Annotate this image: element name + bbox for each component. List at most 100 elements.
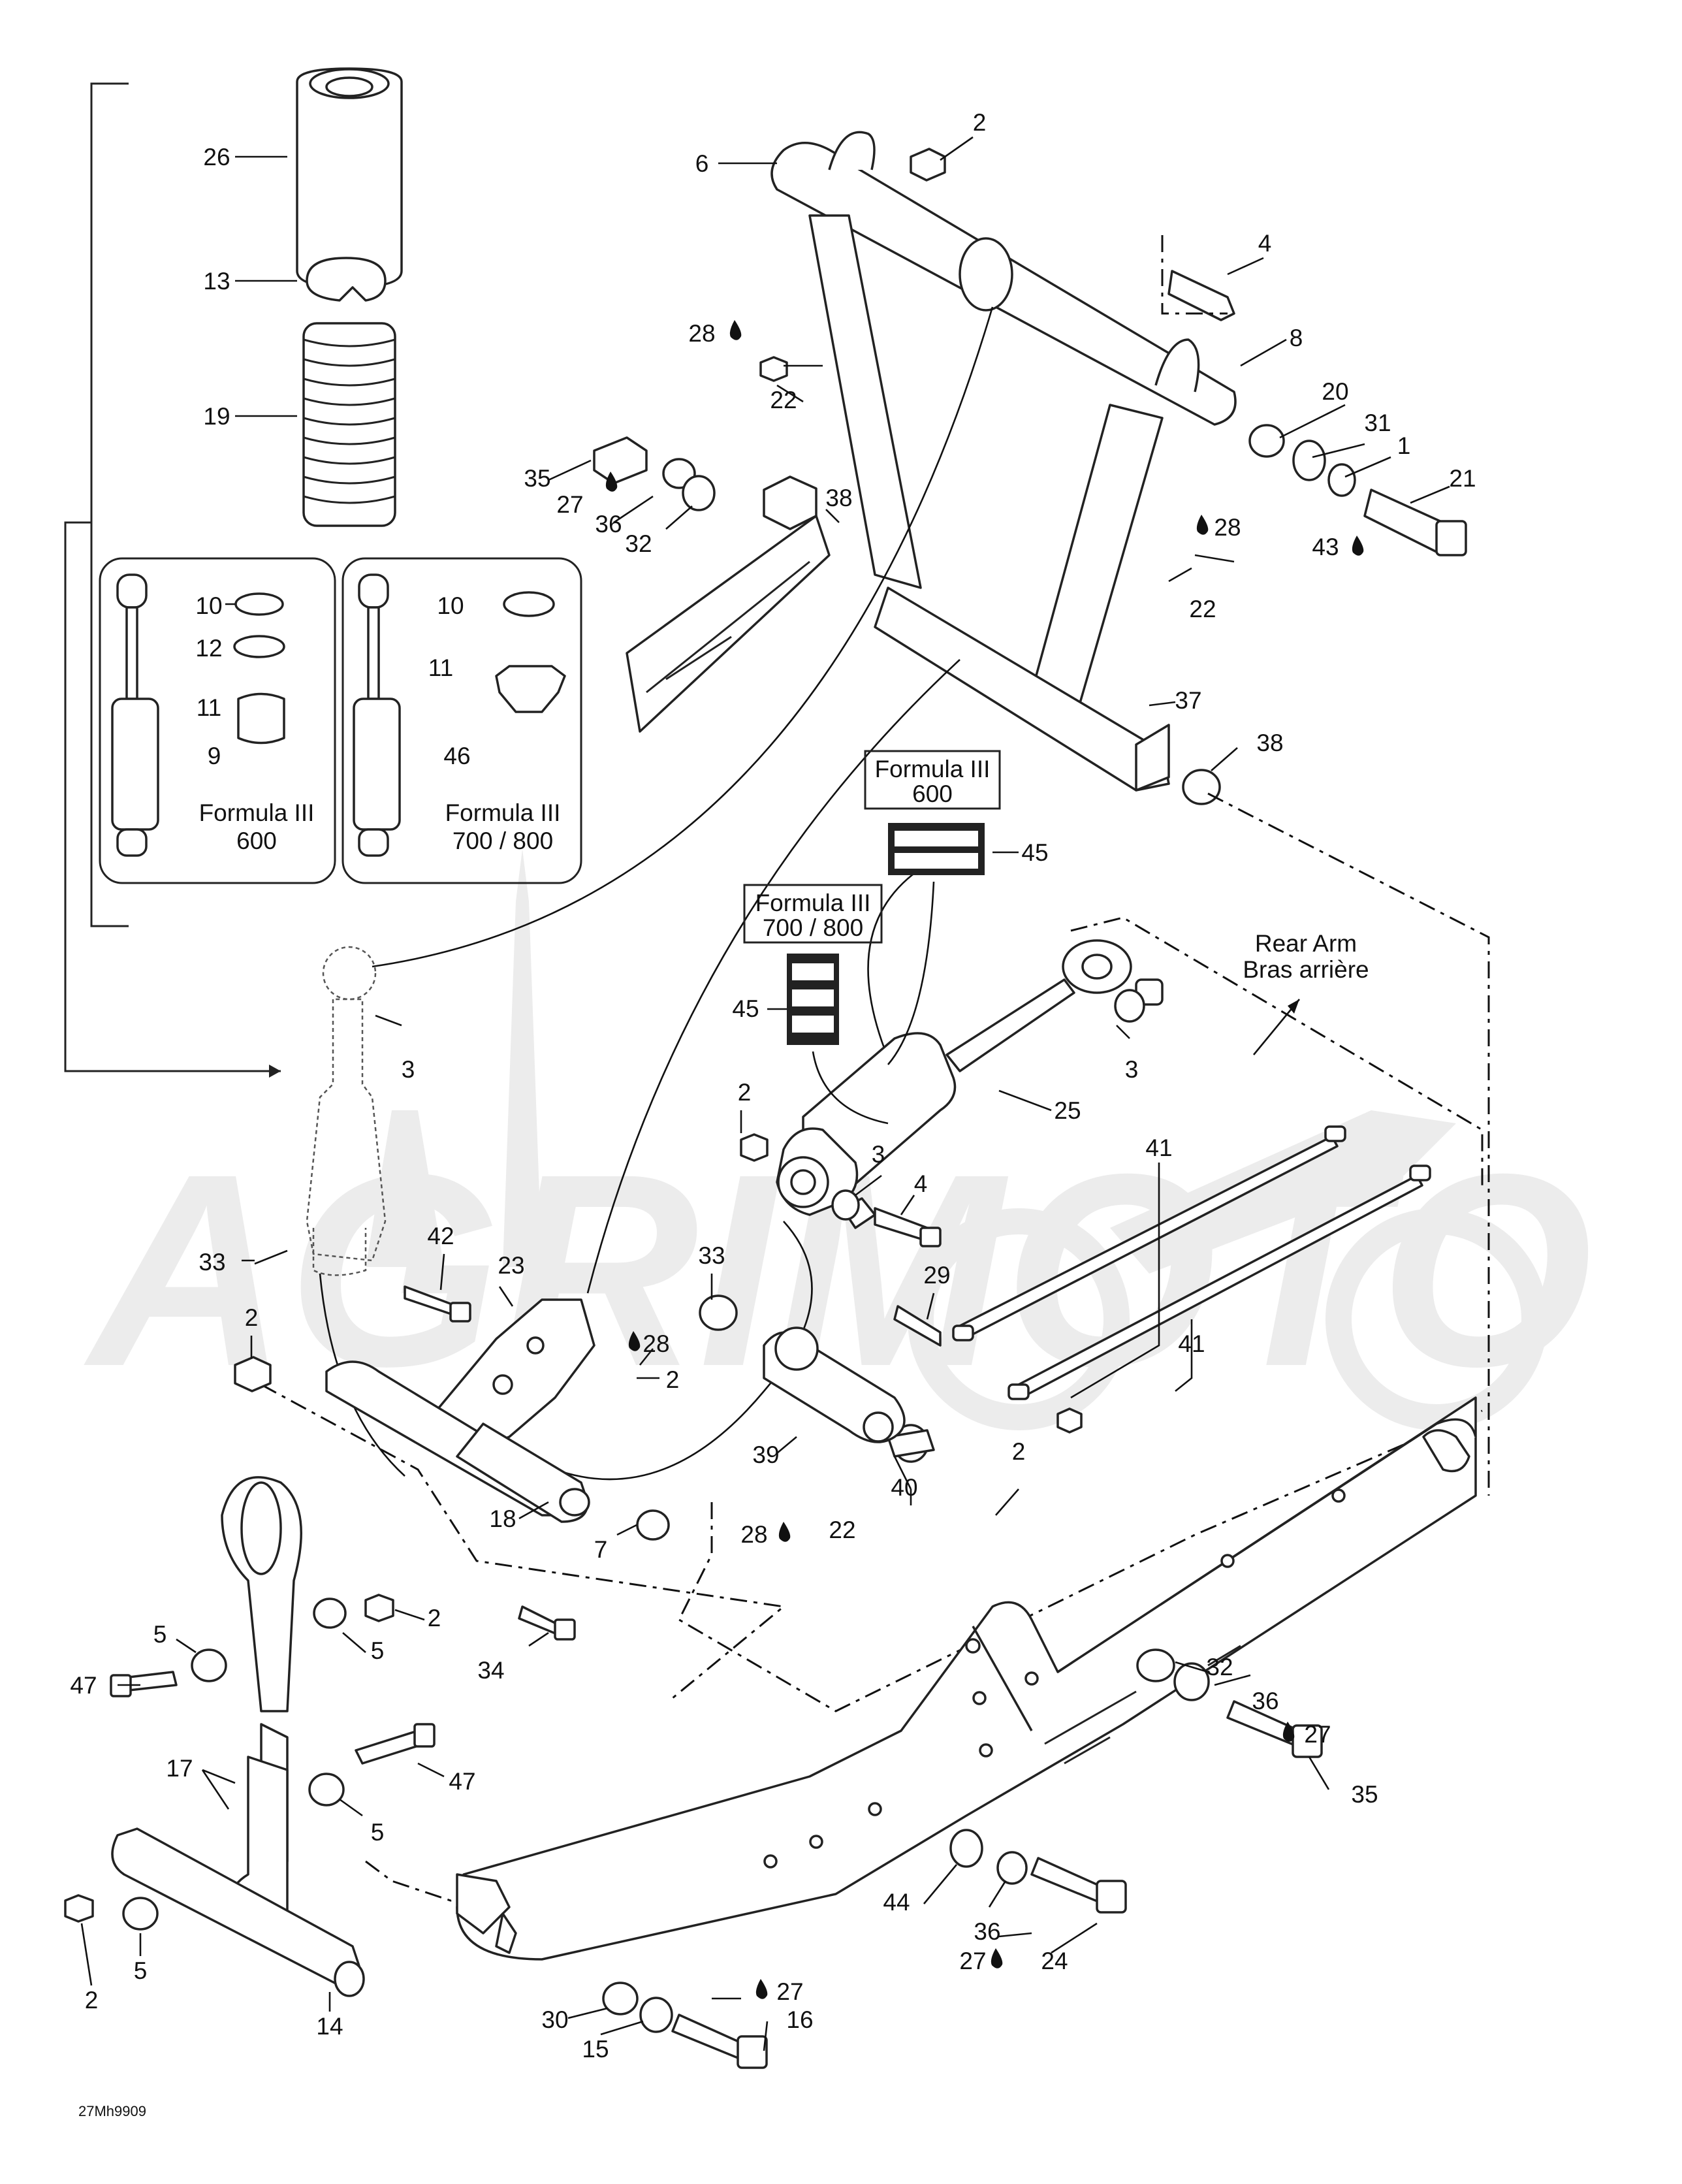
callout-41-b: 41 xyxy=(1178,1330,1205,1357)
callout-38-a: 38 xyxy=(825,485,852,511)
callout-5-b: 5 xyxy=(153,1621,167,1648)
callout-6: 6 xyxy=(695,150,709,177)
callout-24: 24 xyxy=(1041,1948,1068,1974)
callout-5-d: 5 xyxy=(134,1957,148,1984)
leader-arm-to-bracket xyxy=(586,659,960,1294)
front-arm-6 xyxy=(770,131,1237,792)
ghost-shock xyxy=(306,946,387,1276)
callout-29: 29 xyxy=(923,1262,950,1289)
spring-cover-26 xyxy=(296,67,403,289)
rear-arm-label: Rear Arm Bras arrière xyxy=(1243,930,1369,1055)
decal-700-line2: 700 / 800 xyxy=(763,914,863,941)
callout-38-b: 38 xyxy=(1256,730,1283,756)
shock-700-line1: Formula III xyxy=(445,799,561,826)
callout-7: 7 xyxy=(594,1536,608,1563)
rear-hardware xyxy=(699,989,1145,1463)
callout-19: 19 xyxy=(203,403,230,430)
shock-700-line2: 700 / 800 xyxy=(452,827,553,854)
leader-shock-to-arm xyxy=(372,306,994,968)
partial-frame-top xyxy=(593,436,831,733)
callout-10-a: 10 xyxy=(195,592,222,619)
callout-36-c: 36 xyxy=(974,1918,1000,1945)
decal-600-line1: Formula III xyxy=(875,756,991,782)
callout-20: 20 xyxy=(1322,378,1348,405)
callout-33-b: 33 xyxy=(198,1249,225,1276)
callout-22-c: 22 xyxy=(829,1517,855,1543)
callout-15: 15 xyxy=(582,2036,609,2063)
rear-arm-outline xyxy=(1070,916,1484,1189)
callout-33-a: 33 xyxy=(698,1242,725,1269)
callout-27-a: 27 xyxy=(556,491,583,518)
callout-31: 31 xyxy=(1364,410,1391,436)
callout-1: 1 xyxy=(1397,432,1411,459)
callout-2-b: 2 xyxy=(738,1079,752,1106)
callout-5-a: 5 xyxy=(371,1637,385,1664)
callout-23: 23 xyxy=(498,1252,524,1279)
shock-variant-box-700-800: Formula III 700 / 800 xyxy=(341,557,582,884)
callout-42: 42 xyxy=(427,1223,454,1249)
callout-4-a: 4 xyxy=(1258,230,1272,257)
callout-28-c: 28 xyxy=(643,1330,669,1357)
bracket-23 xyxy=(234,1285,670,1641)
decal-600-line2: 600 xyxy=(912,780,953,807)
shock-600-line1: Formula III xyxy=(199,799,315,826)
callout-36-a: 36 xyxy=(595,511,622,538)
callout-35-b: 35 xyxy=(1351,1781,1378,1808)
callout-2-e: 2 xyxy=(1012,1438,1026,1465)
callout-45-a: 45 xyxy=(1021,839,1048,866)
callout-32-a: 32 xyxy=(625,530,652,557)
shock-variant-box-600: Formula III 600 xyxy=(99,557,336,884)
clip-13 xyxy=(306,257,387,302)
callout-27-d: 27 xyxy=(959,1948,986,1974)
callout-46: 46 xyxy=(443,743,470,769)
callout-12: 12 xyxy=(195,635,222,662)
callout-25: 25 xyxy=(1054,1097,1081,1124)
callout-2-d: 2 xyxy=(245,1304,259,1331)
callout-8: 8 xyxy=(1290,325,1303,351)
dash-left xyxy=(261,1383,786,1699)
callout-28-d: 28 xyxy=(740,1521,767,1548)
callout-14: 14 xyxy=(316,2013,343,2040)
dash-lower-center xyxy=(678,1409,1483,1712)
callout-27-c: 27 xyxy=(1304,1721,1331,1748)
callout-34: 34 xyxy=(477,1657,504,1684)
callout-9: 9 xyxy=(208,743,221,769)
tie-rods-41 xyxy=(952,1125,1431,1400)
callout-36-b: 36 xyxy=(1252,1688,1278,1714)
callout-39: 39 xyxy=(752,1441,779,1468)
callout-2-f: 2 xyxy=(428,1605,441,1631)
diagram-code: 27Mh9909 xyxy=(78,2103,146,2119)
callout-21: 21 xyxy=(1449,465,1476,492)
link-39 xyxy=(763,1326,906,1443)
callout-11-b: 11 xyxy=(428,654,453,681)
callout-5-c: 5 xyxy=(371,1819,385,1846)
dash-top-right xyxy=(1161,235,1228,315)
variant-bracket xyxy=(64,82,281,1078)
callout-32-b: 32 xyxy=(1206,1654,1233,1680)
callout-47-b: 47 xyxy=(449,1768,475,1795)
callout-47-a: 47 xyxy=(70,1672,97,1699)
rear-arm-line1: Rear Arm xyxy=(1255,930,1357,957)
callout-44: 44 xyxy=(883,1889,910,1916)
callout-2-g: 2 xyxy=(85,1987,99,2014)
callout-26: 26 xyxy=(203,144,230,170)
callout-17: 17 xyxy=(166,1755,193,1782)
callout-18: 18 xyxy=(489,1505,516,1532)
dash-right-vertical xyxy=(1207,792,1490,1496)
leader-bracket-loop xyxy=(554,1221,813,1481)
decal-box-600: Formula III 600 xyxy=(864,750,1001,1065)
callout-22-a: 22 xyxy=(770,387,797,413)
callout-28-b: 28 xyxy=(1214,514,1241,541)
shock-600-line2: 600 xyxy=(236,827,277,854)
callout-40: 40 xyxy=(891,1474,917,1501)
callout-16: 16 xyxy=(786,2006,813,2033)
callout-3-b: 3 xyxy=(1125,1056,1139,1083)
leader-rear-shock xyxy=(867,867,921,1059)
callout-3-c: 3 xyxy=(872,1141,885,1168)
callout-11-a: 11 xyxy=(197,694,221,721)
callout-43: 43 xyxy=(1312,534,1339,560)
callout-37: 37 xyxy=(1175,687,1201,714)
rear-arm-line2: Bras arrière xyxy=(1243,956,1369,983)
callout-27-b: 27 xyxy=(776,1978,803,2005)
